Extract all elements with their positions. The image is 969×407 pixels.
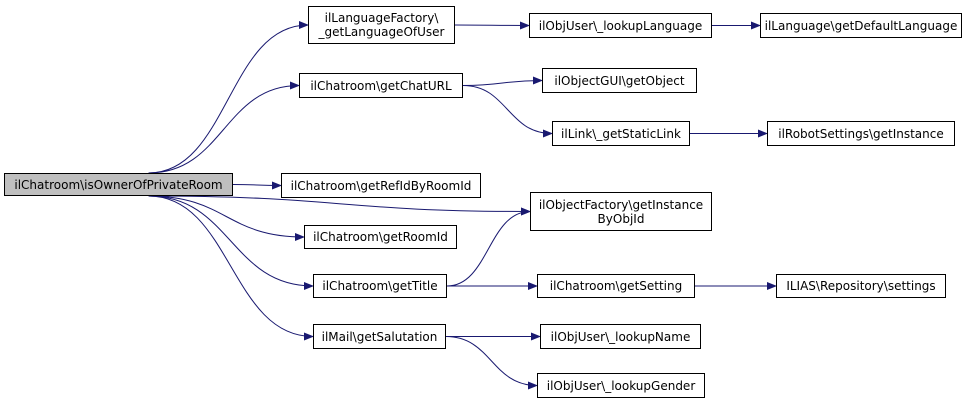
node-ilobjuser-lookuplanguage[interactable]: ilObjUser\_lookupLanguage [529,13,712,38]
node-ilchatroom-getsetting[interactable]: ilChatroom\getSetting [537,274,695,298]
node-ilchatroom-isownerofprivateroom: ilChatroom\isOwnerOfPrivateRoom [4,173,233,196]
edge-n0-n11 [148,195,314,290]
node-ilobjuser-lookupgender[interactable]: ilObjUser\_lookupGender [537,373,705,398]
edge-n14-n16 [445,336,538,390]
node-ilias-repository-settings[interactable]: ILIAS\Repository\settings [776,274,946,298]
edge-n4-n5 [462,76,543,86]
node-ilrobotsettings-getinstance[interactable]: ilRobotSettings\getInstance [767,121,955,146]
node-ilchatroom-getrefidbyroomid[interactable]: ilChatroom\getRefIdByRoomId [281,173,481,198]
edge-n0-n9 [232,181,282,190]
node-ilchatroom-gettitle[interactable]: ilChatroom\getTitle [313,274,447,298]
edge-n4-n6 [462,85,553,138]
edge-n0-n1 [148,21,309,174]
edge-n0-n4 [148,81,300,174]
edge-n11-n8 [446,207,531,287]
node-ilchatroom-getroomid[interactable]: ilChatroom\getRoomId [304,225,457,249]
node-ilobjuser-lookupname[interactable]: ilObjUser\_lookupName [540,324,701,349]
node-ilmail-getsalutation[interactable]: ilMail\getSalutation [313,324,446,349]
edge-n0-n8 [148,195,531,216]
node-ilobjectgui-getobject[interactable]: ilObjectGUI\getObject [542,68,697,93]
node-ilobjectfactory-getinstancebyobjid[interactable]: ilObjectFactory\getInstance ByObjId [530,192,712,231]
node-ilchatroom-getchaturl[interactable]: ilChatroom\getChatURL [299,73,463,98]
node-illanguagefactory-getlanguageofuser[interactable]: ilLanguageFactory\ _getLanguageOfUser [308,6,455,44]
node-illink-getstaticlink[interactable]: ilLink\_getStaticLink [552,121,690,146]
edge-n0-n10 [148,195,305,241]
edge-n0-n14 [148,195,314,341]
node-illanguage-getdefaultlanguage[interactable]: ilLanguage\getDefaultLanguage [760,13,962,38]
edge-n1-n2 [454,21,530,30]
